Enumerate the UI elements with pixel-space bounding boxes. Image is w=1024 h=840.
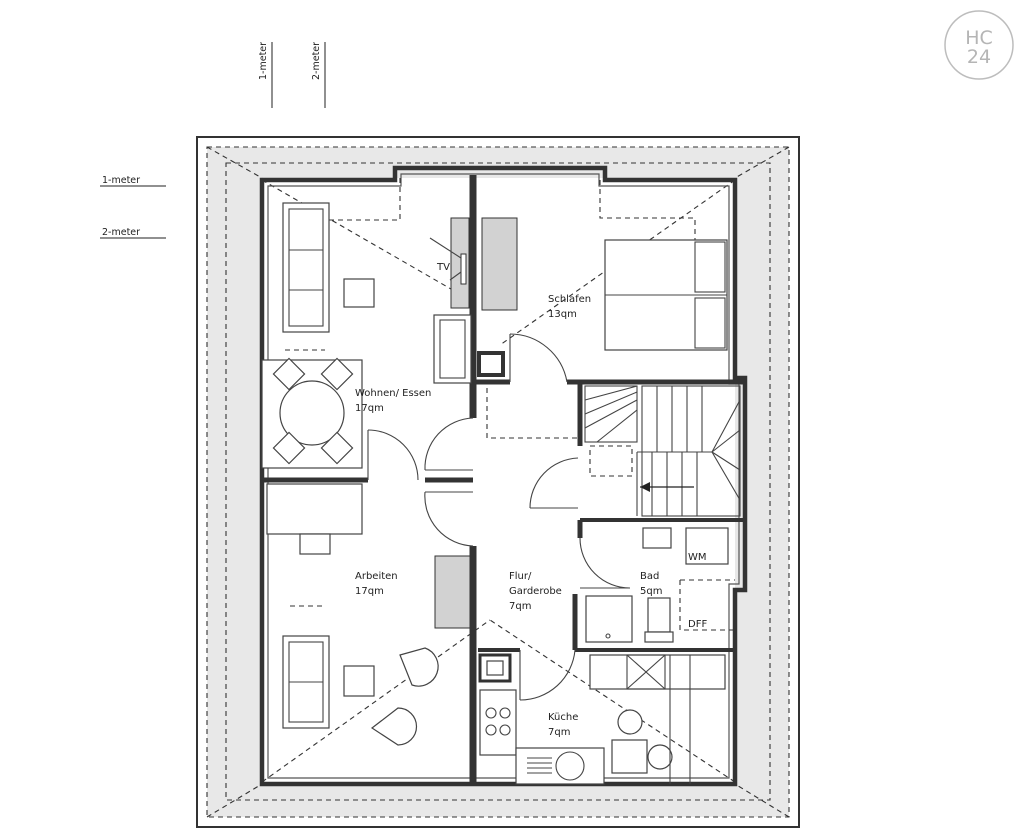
room-area-flur: 7qm bbox=[509, 601, 531, 612]
schlafen-furniture bbox=[481, 217, 728, 351]
interior-walls bbox=[262, 175, 745, 784]
room-labels: Wohnen/ Essen 17qm Schlafen 13qm Arbeite… bbox=[355, 294, 662, 738]
room-label-arbeiten: Arbeiten bbox=[355, 571, 398, 582]
svg-text:24: 24 bbox=[967, 46, 991, 68]
room-label-schlafen: Schlafen bbox=[548, 294, 591, 305]
doors bbox=[367, 333, 631, 701]
room-label-wohnen: Wohnen/ Essen bbox=[355, 388, 431, 399]
wohnen-furniture: TV bbox=[261, 202, 472, 469]
room-label-bad: Bad bbox=[640, 571, 659, 582]
dff-label: DFF bbox=[688, 619, 707, 630]
room-area-wohnen: 17qm bbox=[355, 403, 384, 414]
roof-ridge-lines bbox=[261, 179, 736, 783]
room-area-arbeiten: 17qm bbox=[355, 586, 384, 597]
svg-text:HC: HC bbox=[965, 27, 993, 49]
scale-markers-vertical: 1-meter 2-meter bbox=[258, 42, 326, 108]
staircase bbox=[584, 385, 741, 517]
scale-2m-vertical: 2-meter bbox=[311, 42, 322, 80]
wm-label: WM bbox=[688, 552, 707, 563]
hc24-logo[interactable]: HC 24 bbox=[944, 10, 1014, 80]
scale-1m-horizontal: 1-meter bbox=[102, 175, 140, 186]
room-area-schlafen: 13qm bbox=[548, 309, 577, 320]
room-area-bad: 5qm bbox=[640, 586, 662, 597]
bad-fixtures: WM DFF bbox=[585, 527, 729, 643]
room-label-flur-line1: Flur/ bbox=[509, 571, 532, 582]
scale-1m-vertical: 1-meter bbox=[258, 42, 269, 80]
room-label-flur-line2: Garderobe bbox=[509, 586, 562, 597]
kueche-fixtures bbox=[479, 654, 726, 785]
room-label-kueche: Küche bbox=[548, 712, 578, 723]
scale-markers-horizontal: 1-meter 2-meter bbox=[100, 175, 166, 239]
overhead-dashed-lines bbox=[285, 178, 735, 631]
arbeiten-furniture bbox=[266, 483, 471, 746]
room-area-kueche: 7qm bbox=[548, 727, 570, 738]
scale-2m-horizontal: 2-meter bbox=[102, 227, 140, 238]
tv-label: TV bbox=[436, 262, 450, 273]
roof-outline bbox=[196, 136, 800, 828]
